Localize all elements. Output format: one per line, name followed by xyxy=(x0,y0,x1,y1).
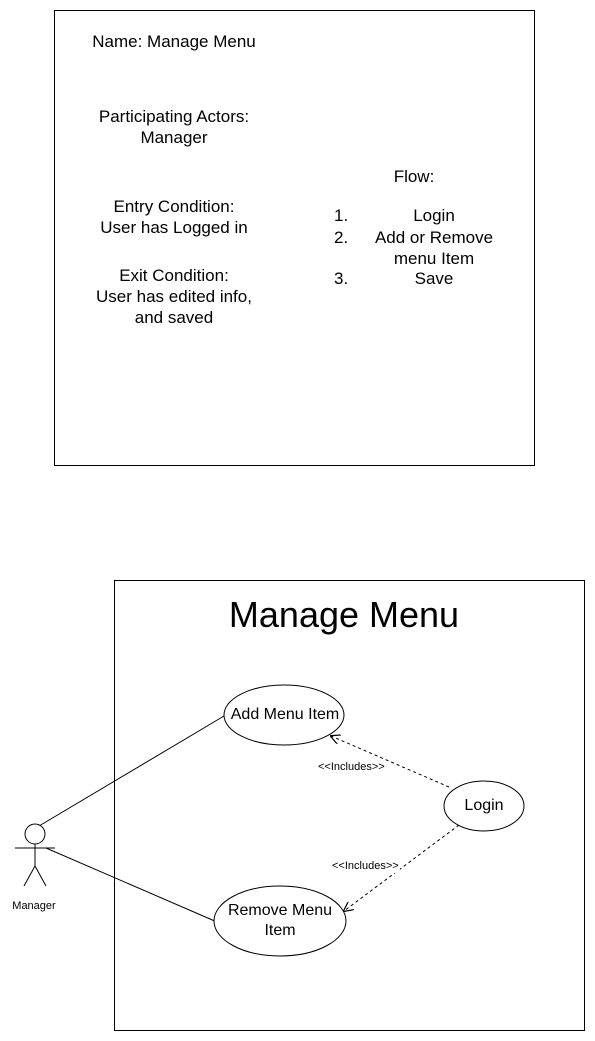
exit-value-line-1: User has edited info, xyxy=(96,287,252,306)
association-remove xyxy=(45,847,218,923)
use-case-add-label: Add Menu Item xyxy=(230,706,340,723)
includes-stereotype-add: <<Includes>> xyxy=(317,761,386,774)
entry-heading: Entry Condition: xyxy=(113,197,235,216)
exit-value-line-2: and saved xyxy=(134,308,214,327)
use-case-name: Name: Manage Menu xyxy=(92,32,256,51)
flow-step-number: 1. xyxy=(334,206,349,225)
participating-actors-block: Participating Actors: Manager xyxy=(60,106,288,148)
actor-label: Manager xyxy=(12,900,56,912)
association-add xyxy=(33,715,225,830)
includes-stereotype-remove: <<Includes>> xyxy=(331,860,400,873)
use-case-remove-menu-item[interactable] xyxy=(213,885,347,957)
exit-heading: Exit Condition: xyxy=(119,266,229,285)
flow-step-number: 2. xyxy=(334,228,349,247)
use-case-login[interactable] xyxy=(443,780,525,832)
flow-heading: Flow: xyxy=(393,167,435,186)
flow-step-text: Save xyxy=(414,269,454,288)
flow-step-text: Add or Remove menu Item xyxy=(374,228,494,268)
use-case-login-label: Login xyxy=(464,797,504,814)
actor-stick-figure-icon xyxy=(15,823,55,887)
exit-condition-block: Exit Condition: User has edited info, an… xyxy=(60,265,288,328)
actors-heading: Participating Actors: xyxy=(98,107,250,126)
flow-step-number: 3. xyxy=(334,269,349,288)
flow-step-text: Login xyxy=(413,206,455,225)
system-title: Manage Menu xyxy=(228,594,460,635)
entry-condition-block: Entry Condition: User has Logged in xyxy=(60,196,288,238)
use-case-spec-box xyxy=(54,10,535,466)
use-case-remove-label: Remove Menu Item xyxy=(227,902,333,939)
use-case-add-menu-item[interactable] xyxy=(223,684,345,746)
entry-value: User has Logged in xyxy=(100,218,248,237)
actors-value: Manager xyxy=(140,128,208,147)
